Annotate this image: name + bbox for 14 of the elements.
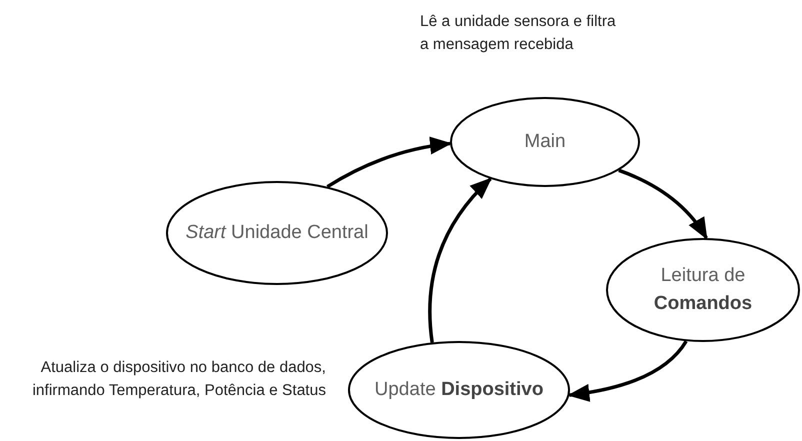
- state-label: Update Dispositivo: [374, 378, 544, 402]
- state-ellipse: [450, 97, 640, 187]
- state-ellipse: [348, 341, 570, 439]
- state-label: Main: [524, 130, 566, 154]
- state-label: Leitura de Comandos: [652, 264, 754, 316]
- annotation-text: Atualiza o dispositivo no banco de dados, infirmando Temperatura, Potência e Status: [31, 358, 326, 402]
- arrow: [428, 177, 492, 343]
- state-ellipse: [606, 238, 800, 342]
- annotation-text: Lê a unidade sensora e filtra a mensagem recebida: [420, 12, 617, 56]
- arrow: [618, 168, 708, 240]
- arrow: [326, 137, 452, 188]
- arrow: [567, 340, 688, 402]
- state-ellipse: [166, 181, 388, 285]
- state-label: Start Unidade Central: [186, 220, 368, 245]
